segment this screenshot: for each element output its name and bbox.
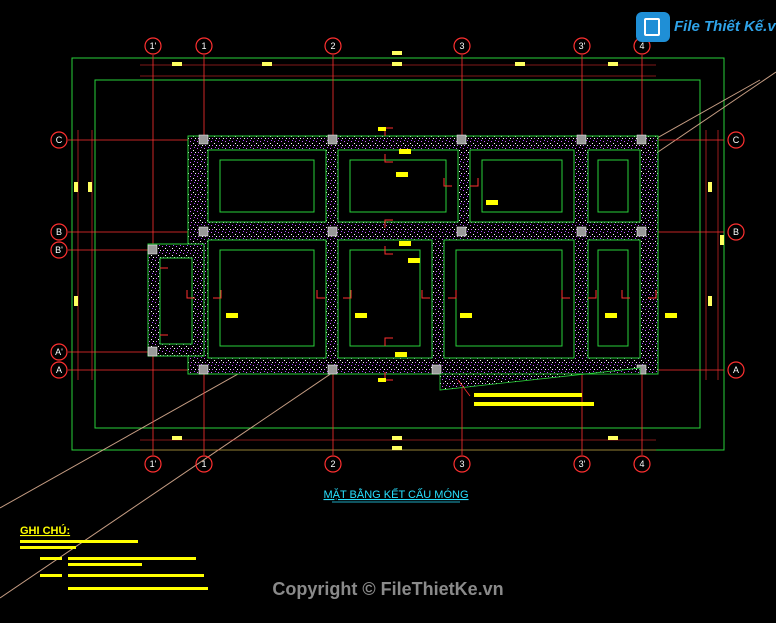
grid-label-left-b: B	[56, 227, 62, 237]
grid-label-bottom-1p: 1'	[150, 459, 157, 469]
drawing-title: MẶT BẰNG KẾT CẤU MÓNG	[323, 488, 468, 501]
column-pads	[147, 134, 647, 375]
document-icon	[636, 12, 670, 42]
grid-label-left-ap: A'	[55, 347, 63, 357]
grid-bubbles	[50, 37, 745, 473]
grid-label-top-4: 4	[639, 41, 644, 51]
grid-label-top-3p: 3'	[579, 41, 586, 51]
foundation-footings	[147, 135, 659, 375]
grid-label-right-a: A	[733, 365, 739, 375]
grid-label-top-1p: 1'	[150, 41, 157, 51]
grid-labels: 1' 1 2 3 3' 4 1' 1 2 3 3' 4 C B B' A' A …	[55, 41, 740, 469]
section-label-boxes	[226, 127, 677, 382]
dimension-texts	[74, 51, 724, 450]
grid-label-top-2: 2	[330, 41, 335, 51]
grid-label-bottom-3p: 3'	[579, 459, 586, 469]
grid-label-top-1: 1	[201, 41, 206, 51]
notes-body	[20, 540, 208, 590]
foundation-callout	[439, 367, 641, 406]
grid-label-left-bp: B'	[55, 245, 63, 255]
notes-heading: GHI CHÚ:	[20, 524, 70, 537]
section-marks	[160, 127, 657, 381]
grid-label-left-a: A	[56, 365, 62, 375]
grid-label-bottom-3: 3	[459, 459, 464, 469]
site-logo[interactable]: File Thiết Kế.vn	[636, 10, 776, 50]
site-logo-text: File Thiết Kế.vn	[674, 18, 776, 35]
copyright-watermark: Copyright © FileThietKe.vn	[272, 579, 504, 599]
grid-label-bottom-1: 1	[201, 459, 206, 469]
grid-label-left-c: C	[56, 135, 63, 145]
grid-label-right-c: C	[733, 135, 740, 145]
grid-label-top-3: 3	[459, 41, 464, 51]
grid-label-bottom-4: 4	[639, 459, 644, 469]
grid-label-right-b: B	[733, 227, 739, 237]
grid-label-bottom-2: 2	[330, 459, 335, 469]
